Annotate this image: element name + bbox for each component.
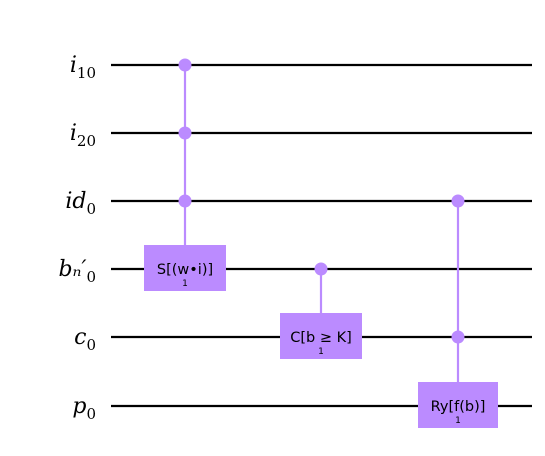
control-dot (451, 330, 465, 344)
gate-sublabel: 1 (182, 279, 188, 289)
gate-label: Ry[f(b)] (431, 399, 486, 415)
gate-g-s: S[(w•i)]1 (144, 58, 226, 291)
gate-g-c: C[b ≥ K]1 (280, 262, 362, 359)
gate-sublabel: 1 (455, 416, 461, 426)
wire-label-subscript: 0 (86, 200, 96, 218)
wire-label-q2: id0 (65, 189, 96, 218)
wire-label-main: p (72, 394, 86, 419)
wire-label-main: bₙ′ (58, 257, 86, 282)
gate-label: S[(w•i)] (157, 262, 213, 278)
control-dot (178, 58, 192, 72)
gate-box (144, 245, 226, 291)
control-dot (314, 262, 328, 276)
gate-g-ry: Ry[f(b)]1 (418, 194, 498, 428)
wire-label-subscript: 10 (77, 64, 96, 82)
wire-label-q5: p0 (72, 394, 96, 423)
gates-layer: S[(w•i)]1C[b ≥ K]1Ry[f(b)]1 (144, 58, 498, 428)
wire-label-subscript: 20 (77, 132, 96, 150)
gate-box (418, 382, 498, 428)
gate-label: C[b ≥ K] (290, 330, 352, 346)
wire-label-subscript: 0 (86, 405, 96, 423)
control-dot (178, 126, 192, 140)
wire-label-main: i (70, 121, 77, 146)
wire-label-subscript: 0 (86, 268, 96, 286)
wire-label-main: i (70, 53, 77, 78)
wire-label-subscript: 0 (86, 336, 96, 354)
control-dot (178, 194, 192, 208)
gate-box (280, 313, 362, 359)
control-dot (451, 194, 465, 208)
gate-sublabel: 1 (318, 347, 324, 357)
wire-label-q4: c0 (74, 325, 96, 354)
wire-label-q1: i20 (70, 121, 96, 150)
wire-label-main: c (74, 325, 86, 350)
wire-label-q0: i10 (70, 53, 96, 82)
wire-label-q3: bₙ′0 (58, 257, 96, 286)
wire-label-main: id (65, 189, 86, 214)
